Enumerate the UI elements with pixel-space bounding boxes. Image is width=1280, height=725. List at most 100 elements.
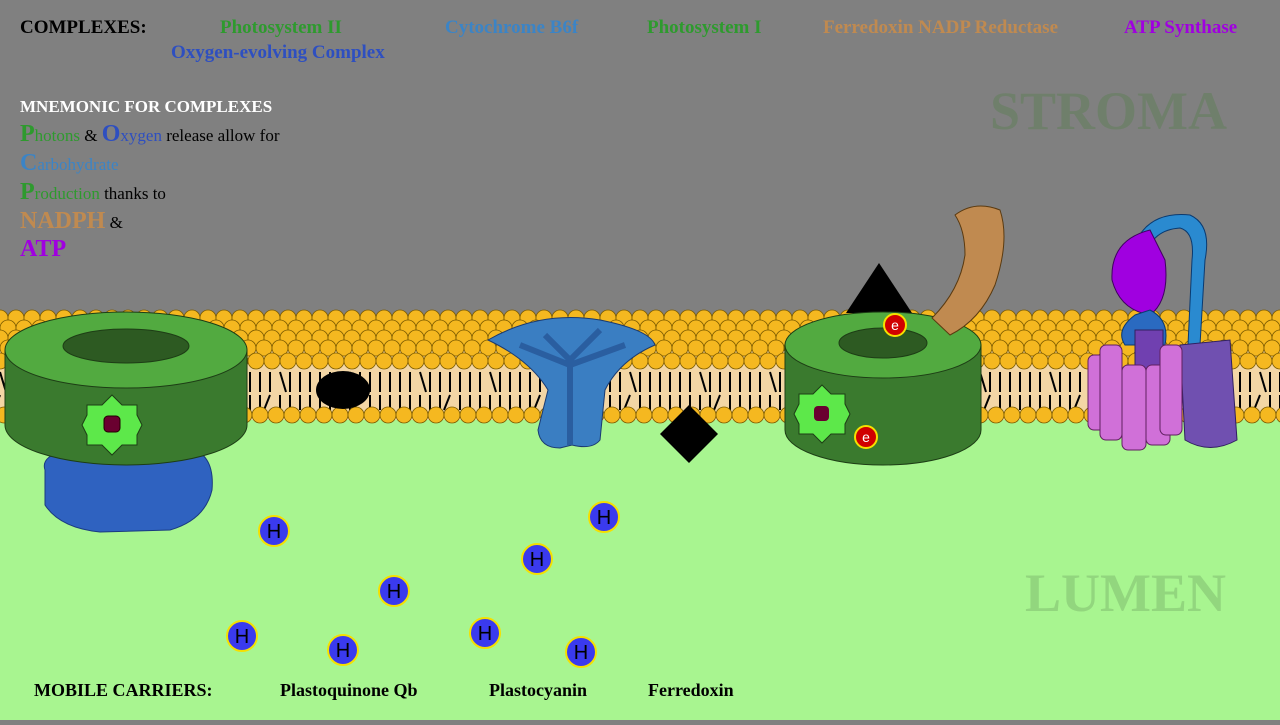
carrier-plastocyanin: Plastocyanin (489, 680, 588, 700)
lipid-head (299, 406, 317, 424)
svg-text:H: H (267, 521, 281, 543)
lipid-head (359, 352, 377, 370)
atp-synthase (1087, 214, 1238, 451)
lipid-head (331, 406, 349, 424)
proton: H (327, 634, 359, 666)
mnemonic-title: MNEMONIC FOR COMPLEXES (20, 97, 273, 116)
mnemonic-line-5: ATP (20, 236, 66, 263)
lipid-head (1051, 406, 1069, 424)
lipid-head (1015, 352, 1033, 370)
lipid-head (471, 352, 489, 370)
stroma-region (0, 0, 1280, 330)
proton: H (565, 636, 597, 668)
svg-text:H: H (530, 549, 544, 571)
lipid-head (1263, 339, 1280, 357)
svg-text:H: H (235, 626, 249, 648)
lipid-head (999, 352, 1017, 370)
cytochrome-b6f (486, 317, 656, 449)
lipid-head (747, 406, 765, 424)
lipid-head (695, 352, 713, 370)
lipid-head (983, 352, 1001, 370)
m-rest3: thanks to (99, 184, 166, 203)
lipid-head (423, 352, 441, 370)
lipid-head (283, 406, 301, 424)
lipid-head (311, 352, 329, 370)
mnemonic-line-2: Carbohydrate (20, 150, 119, 177)
proton: H (469, 617, 501, 649)
lipid-head (759, 352, 777, 370)
lipid-head (347, 406, 365, 424)
stroma-label: STROMA (990, 81, 1228, 141)
lipid-head (763, 406, 781, 424)
mobile-carriers-label: MOBILE CARRIERS: (34, 680, 213, 700)
svg-text:H: H (597, 507, 611, 529)
m-o: O (101, 121, 121, 147)
lipid-head (315, 406, 333, 424)
proton: H (588, 501, 620, 533)
lipid-head (1019, 406, 1037, 424)
lipid-head (439, 352, 457, 370)
lipid-head (375, 352, 393, 370)
plastoquinone-carrier (316, 371, 370, 409)
m-nadph: NADPH (20, 208, 106, 234)
electron: e (854, 425, 878, 449)
lipid-head (263, 352, 281, 370)
lipid-head (379, 406, 397, 424)
m-production: roduction (34, 184, 100, 203)
proton: H (226, 620, 258, 652)
photosystem-i (784, 263, 982, 466)
lipid-head (679, 352, 697, 370)
lipid-head (1067, 406, 1085, 424)
legend-photosystem-i: Photosystem I (647, 17, 762, 38)
m-carbohydrate: arbohydrate (37, 155, 119, 174)
electron: e (883, 313, 907, 337)
plastocyanin-carrier (660, 405, 718, 463)
legend-fnr: Ferredoxin NADP Reductase (823, 17, 1059, 38)
lipid-head (363, 406, 381, 424)
lipid-head (1035, 406, 1053, 424)
lipid-head (267, 406, 285, 424)
ferredoxin-nadp-reductase (931, 205, 1005, 336)
lipid-head (395, 406, 413, 424)
carrier-ferredoxin: Ferredoxin (648, 680, 734, 700)
m-c: C (20, 150, 38, 176)
svg-text:e: e (862, 429, 870, 445)
lipid-head (487, 352, 505, 370)
m-rest1: release allow for (161, 126, 280, 145)
photosystem-ii (4, 311, 248, 533)
lipid-head (427, 406, 445, 424)
lipid-head (715, 406, 733, 424)
m-p2: P (20, 179, 35, 205)
lipid-head (1259, 406, 1277, 424)
lipid-head (731, 406, 749, 424)
mnemonic-line-3: Production thanks to (20, 179, 166, 206)
lipid-head (663, 352, 681, 370)
lipid-head (1275, 407, 1280, 423)
lipid-head (295, 352, 313, 370)
svg-text:H: H (336, 640, 350, 662)
lipid-head (743, 352, 761, 370)
m-p: P (20, 121, 35, 147)
lipid-head (1063, 352, 1081, 370)
mnemonic-line-4: NADPH & (20, 208, 123, 235)
lipid-head (603, 406, 621, 424)
m-atp: ATP (20, 236, 67, 262)
svg-text:H: H (387, 581, 401, 603)
lipid-head (507, 406, 525, 424)
lipid-head (327, 352, 345, 370)
lipid-head (1271, 352, 1280, 370)
lipid-head (443, 406, 461, 424)
ferredoxin-carrier (846, 263, 912, 313)
carrier-plastoquinone: Plastoquinone Qb (280, 680, 418, 700)
lipid-head (1243, 406, 1261, 424)
lipid-head (711, 352, 729, 370)
lipid-head (251, 406, 269, 424)
lipid-head (987, 406, 1005, 424)
lipid-head (651, 406, 669, 424)
lipid-head (455, 352, 473, 370)
lipid-head (491, 406, 509, 424)
lipid-head (635, 406, 653, 424)
proton: H (258, 515, 290, 547)
